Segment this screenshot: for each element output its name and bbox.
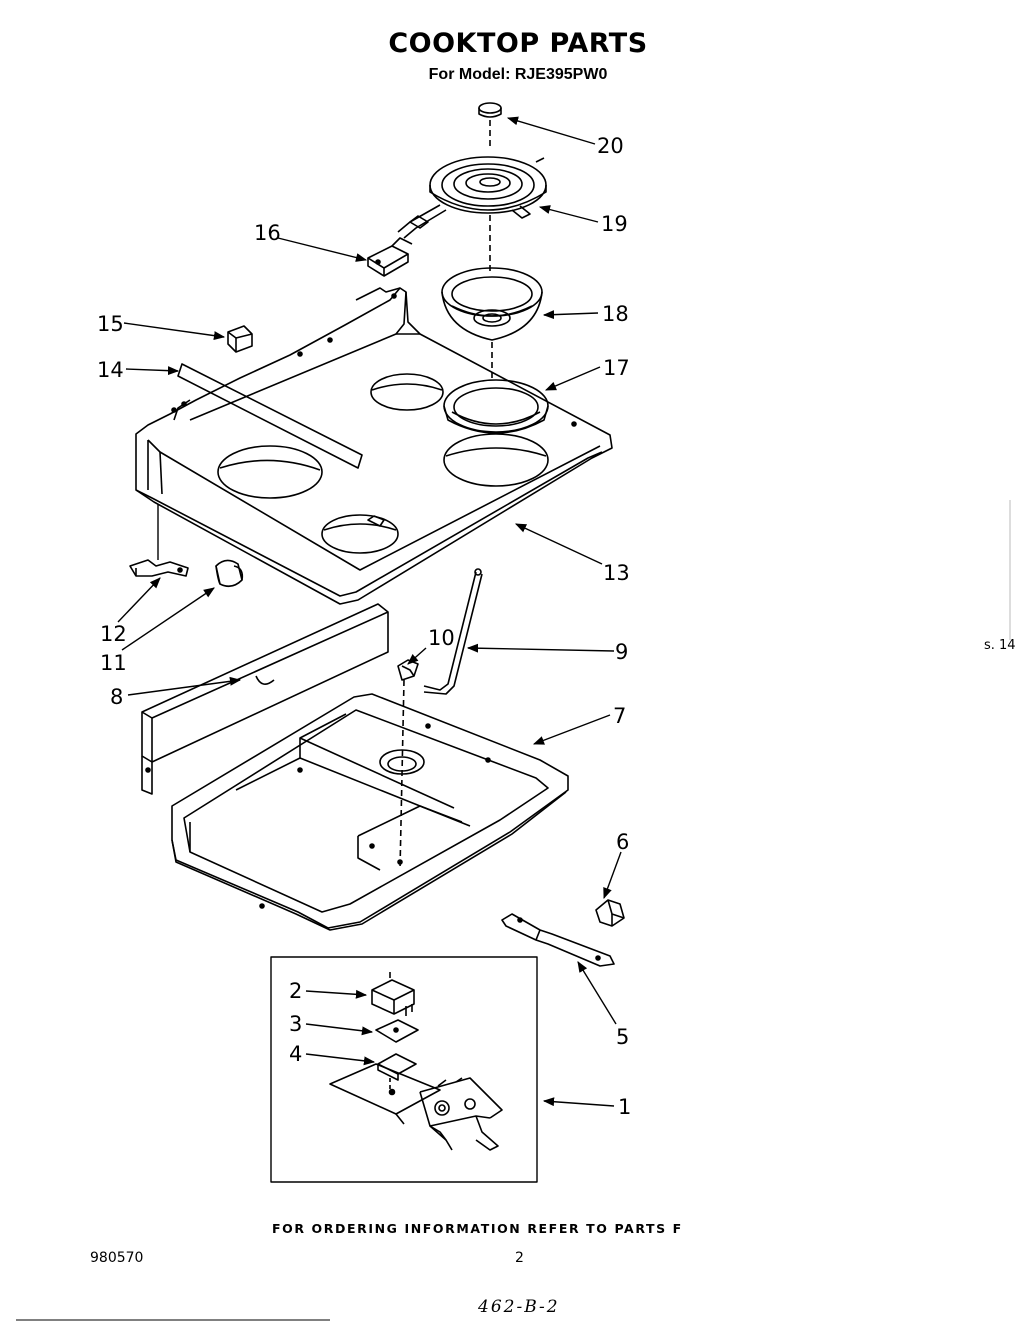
callout-6: 6 [616,830,629,854]
part-1-switch-assembly [329,1063,503,1151]
callout-8: 8 [110,685,123,709]
part-10-clip [397,659,419,681]
callout-11: 11 [100,651,127,675]
part-13-cooktop [135,287,613,605]
callout-17: 17 [603,356,630,380]
callout-12: 12 [100,622,127,646]
part-18-drip-bowl [441,267,543,341]
ordering-info-footer: FOR ORDERING INFORMATION REFER TO PARTS … [272,1221,683,1236]
inset-box [270,956,538,1183]
part-5-bracket [501,913,615,967]
handwritten-note: 462-B-2 [478,1297,560,1317]
part-11-grommet [215,559,244,588]
callout-14: 14 [97,358,124,382]
part-3-plate [375,1019,419,1043]
part-6-bumper [595,899,625,927]
part-2-switch [371,972,415,1016]
callout-labels: 20 19 16 18 15 17 14 13 12 11 10 9 8 7 6… [97,134,631,1119]
part-8-rear-panel [141,603,389,795]
callout-9: 9 [615,640,628,664]
part-17-trim-ring [443,379,549,434]
part-15-clip [227,325,253,353]
document-number: 980570 [90,1250,144,1266]
part-19-surface-element [397,156,547,239]
edge-cut-text: s. 14 [984,638,1016,653]
callout-15: 15 [97,312,124,336]
axis-line-bottom [399,679,405,871]
callout-5: 5 [616,1025,629,1049]
callout-10: 10 [428,626,455,650]
callout-20: 20 [597,134,624,158]
callout-18: 18 [602,302,629,326]
leader-arrows [117,116,622,1107]
model-subtitle: For Model: RJE395PW0 [428,66,608,83]
part-12-tube [129,559,189,577]
callout-13: 13 [603,561,630,585]
part-9-rod [423,568,483,695]
callout-4: 4 [289,1042,302,1066]
page-title: COOKTOP PARTS [388,28,648,59]
part-16-terminal-block [367,237,413,277]
part-14-strip [177,363,363,469]
callout-1: 1 [618,1095,631,1119]
page-number: 2 [515,1250,524,1266]
part-7-bottom-pan [171,693,569,931]
part-20-cap [478,102,502,118]
bottom-rules [16,500,1011,1321]
callout-16: 16 [254,221,281,245]
callout-19: 19 [601,212,628,236]
callout-7: 7 [613,704,626,728]
callout-2: 2 [289,979,302,1003]
callout-3: 3 [289,1012,302,1036]
